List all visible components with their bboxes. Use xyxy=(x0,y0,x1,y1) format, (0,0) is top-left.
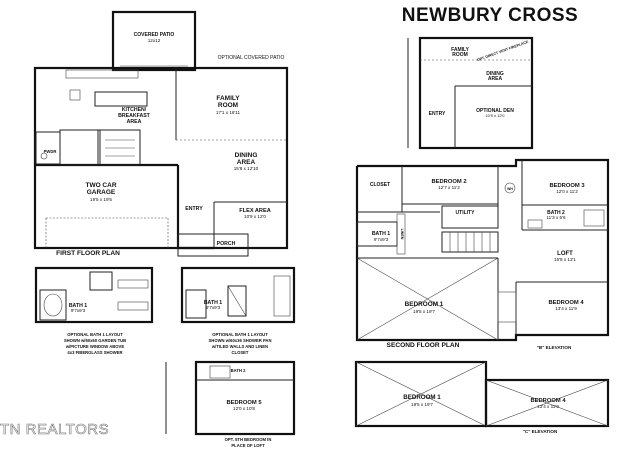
bath2-size: 11'3 x 5'6 xyxy=(546,215,565,220)
kitchen-label-3: AREA xyxy=(127,119,142,125)
second-floor-plan: WH CLOSET BEDROOM 2 12'7 x 11'2 BEDROOM … xyxy=(355,158,610,350)
dining-area-label-2: AREA xyxy=(237,159,256,166)
opt-bath-tub-caption-2: SHOWN w/60x60 GARDEN TUB xyxy=(64,338,126,343)
utility-label: UTILITY xyxy=(456,210,476,216)
first-floor-plan: COVERED PATIO 12x12 OPTIONAL COVERED PAT… xyxy=(33,10,289,257)
opt-bath-shower-caption-1: OPTIONAL BATH 1 LAYOUT xyxy=(212,332,268,337)
opt-bedroom5-caption-1: OPT. 5TH BEDROOM IN xyxy=(225,437,272,442)
elev-c-bedroom1-size: 19'5 x 19'7 xyxy=(411,402,433,407)
linen-label: LINEN xyxy=(400,229,404,240)
flex-area-label: FLEX AREA xyxy=(239,208,271,214)
optional-bedroom5-plan: BATH 2 BEDROOM 5 12'0 x 10'8 OPT. 5TH BE… xyxy=(165,360,296,448)
first-floor-outline xyxy=(33,66,289,250)
opt-bedroom5-size: 12'0 x 10'8 xyxy=(233,406,255,411)
opt-bath-tub-caption-1: OPTIONAL BATH 1 LAYOUT xyxy=(67,332,123,337)
flex-area-size: 10'9 x 12'0 xyxy=(244,214,266,219)
bedroom2-size: 12'7 x 11'2 xyxy=(438,185,460,190)
bedroom2-label: BEDROOM 2 xyxy=(431,179,466,185)
garage-label-2: GARAGE xyxy=(87,189,116,196)
elev-b-fireplace-label: OPT. DIRECT VENT FIREPLACE xyxy=(476,40,529,63)
elev-b-den-size: 10'9 x 12'0 xyxy=(485,113,505,118)
opt-bedroom5-caption-2: PLACE OF LOFT xyxy=(231,443,265,448)
elev-b-dining-label: DINING xyxy=(486,71,504,77)
elevation-b-caption: "B" ELEVATION xyxy=(537,345,572,350)
bedroom1-label: BEDROOM 1 xyxy=(405,301,444,308)
bedroom4-size: 13'4 x 11'9 xyxy=(555,306,577,311)
elev-c-bedroom4-size: 13'4 x 11'9 xyxy=(537,404,559,409)
dining-area-size: 15'8 x 12'10 xyxy=(234,166,259,171)
family-room-label: FAMILY xyxy=(216,95,240,102)
garage-label: TWO CAR xyxy=(85,182,116,189)
elev-b-den-label: OPTIONAL DEN xyxy=(476,108,514,114)
opt-bath-tub-caption-4: 4x3 FIBERGLASS SHOWER xyxy=(67,350,122,355)
opt-bath-shower-caption-4: CLOSET xyxy=(232,350,249,355)
bedroom3-size: 12'0 x 11'2 xyxy=(556,189,578,194)
opt-bath-tub-room: BATH 1 xyxy=(69,303,87,309)
optional-bath-tub-plan: BATH 1 9'7x9'3 OPTIONAL BATH 1 LAYOUT SH… xyxy=(34,266,154,355)
elev-c-bedroom1-label: BEDROOM 1 xyxy=(403,394,441,401)
powder-room-label: PWDR xyxy=(44,149,57,154)
kitchen-label-2: BREAKFAST xyxy=(118,113,151,119)
opt-bath-tub-size: 9'7x9'3 xyxy=(71,308,86,313)
opt-bath-shower-caption-2: SHOWN w/60x36 SHOWER PAN xyxy=(209,338,272,343)
elevation-b-first-floor: FAMILY ROOM OPT. DIRECT VENT FIREPLACE D… xyxy=(407,36,534,150)
optional-bath-shower-plan: BATH 1 9'7x9'3 OPTIONAL BATH 1 LAYOUT SH… xyxy=(180,266,296,355)
elev-b-family-label: FAMILY xyxy=(451,47,470,53)
elev-b-entry-label: ENTRY xyxy=(429,111,446,117)
bedroom4-label: BEDROOM 4 xyxy=(548,300,584,306)
bedroom3-label: BEDROOM 3 xyxy=(549,183,585,189)
opt-bath-shower-caption-3: w/TILED WALLS AND LINEN xyxy=(211,344,268,349)
plan-title: NEWBURY CROSS xyxy=(402,5,578,26)
bedroom1-size: 19'5 x 19'7 xyxy=(413,309,435,314)
optional-covered-patio-label: OPTIONAL COVERED PATIO xyxy=(218,55,285,61)
family-room-size: 17'1 x 16'11 xyxy=(216,110,241,115)
bath1-size: 9'7x9'3 xyxy=(374,237,389,242)
opt-bath-tub-caption-3: w/PICTURE WINDOW ABOVE xyxy=(65,344,124,349)
dining-area-label: DINING xyxy=(235,152,258,159)
elev-b-family-label-2: ROOM xyxy=(452,52,468,58)
porch-label: PORCH xyxy=(217,241,236,247)
watermark: TN REALTORS xyxy=(0,421,109,438)
loft-label: LOFT xyxy=(557,251,573,257)
elevation-c-plan: BEDROOM 1 19'5 x 19'7 BEDROOM 4 13'4 x 1… xyxy=(354,360,610,434)
garage-size: 19'5 x 19'5 xyxy=(90,197,112,202)
elev-b-dining-label-2: AREA xyxy=(488,76,503,82)
bath1-label: BATH 1 xyxy=(372,231,390,237)
bath2-label: BATH 2 xyxy=(547,210,565,216)
opt-bedroom5-label: BEDROOM 5 xyxy=(226,400,262,406)
water-heater-label: WH xyxy=(507,187,513,191)
second-floor-caption: SECOND FLOOR PLAN xyxy=(387,342,460,349)
covered-patio-size: 12x12 xyxy=(148,38,161,43)
family-room-label-2: ROOM xyxy=(218,102,238,109)
covered-patio-label: COVERED PATIO xyxy=(134,32,175,38)
closet-label: CLOSET xyxy=(370,182,390,188)
opt-bath-shower-size: 9'7x9'3 xyxy=(206,305,221,310)
elevation-c-caption: "C" ELEVATION xyxy=(523,429,558,434)
kitchen-label: KITCHEN/ xyxy=(122,107,147,113)
covered-patio-outline xyxy=(111,10,197,72)
first-floor-caption: FIRST FLOOR PLAN xyxy=(56,250,120,257)
elev-c-bedroom4-label: BEDROOM 4 xyxy=(530,398,566,404)
loft-size: 15'8 x 13'1 xyxy=(554,257,576,262)
entry-label: ENTRY xyxy=(185,206,203,212)
opt-bath-shower-room: BATH 1 xyxy=(204,300,222,306)
opt-bath2-label: BATH 2 xyxy=(231,368,246,373)
